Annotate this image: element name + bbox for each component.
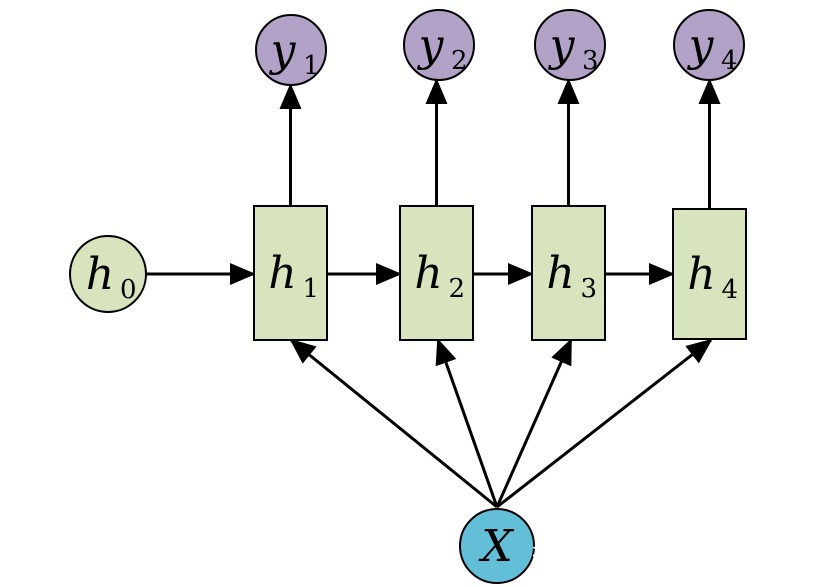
node-h2-label: h [414,248,442,299]
watermark-small: CSDN @ChatGPT-千鑫 [668,568,808,584]
edges-layer [146,78,721,509]
node-h2-box [399,205,474,341]
node-h4-box [672,208,747,340]
node-h3-label: h [546,248,574,299]
node-h0-label: h [86,249,114,300]
node-h4-label: h [687,249,715,300]
node-y4-circle [673,9,745,81]
node-y3-circle [534,9,606,81]
node-h1-label: h [268,248,296,299]
node-h0-circle [69,235,147,313]
watermark-main: 掘金技术社区 @ XinZong [532,540,815,568]
node-y1-subscript: 1 [303,51,320,81]
node-X-label: X [478,521,514,572]
node-h1-box [253,205,328,341]
node-h0-subscript: 0 [120,275,137,305]
node-h1-subscript: 1 [303,274,320,304]
watermark: 掘金技术社区 @ XinZong CSDN @ChatGPT-千鑫 [532,540,815,584]
node-X: X [459,508,535,584]
node-X-circle [459,508,535,584]
node-y3-subscript: 3 [582,46,599,76]
node-h2-subscript: 2 [449,274,466,304]
node-y3-label: y [548,20,576,71]
node-y4-label: y [687,20,715,71]
node-y2-label: y [417,20,445,71]
node-y2-circle [403,9,475,81]
node-h4-subscript: 4 [722,275,739,305]
edge-X-to-h4 [496,338,713,509]
edge-X-to-h3 [495,338,573,508]
node-y4-subscript: 4 [721,46,738,76]
node-y1-circle [255,14,327,86]
node-y2-subscript: 2 [451,46,468,76]
node-h3-box [531,205,606,341]
node-h3-subscript: 3 [581,274,598,304]
edge-X-to-h1 [289,338,498,509]
node-y1-label: y [269,25,297,76]
edge-X-to-h2 [435,338,499,508]
